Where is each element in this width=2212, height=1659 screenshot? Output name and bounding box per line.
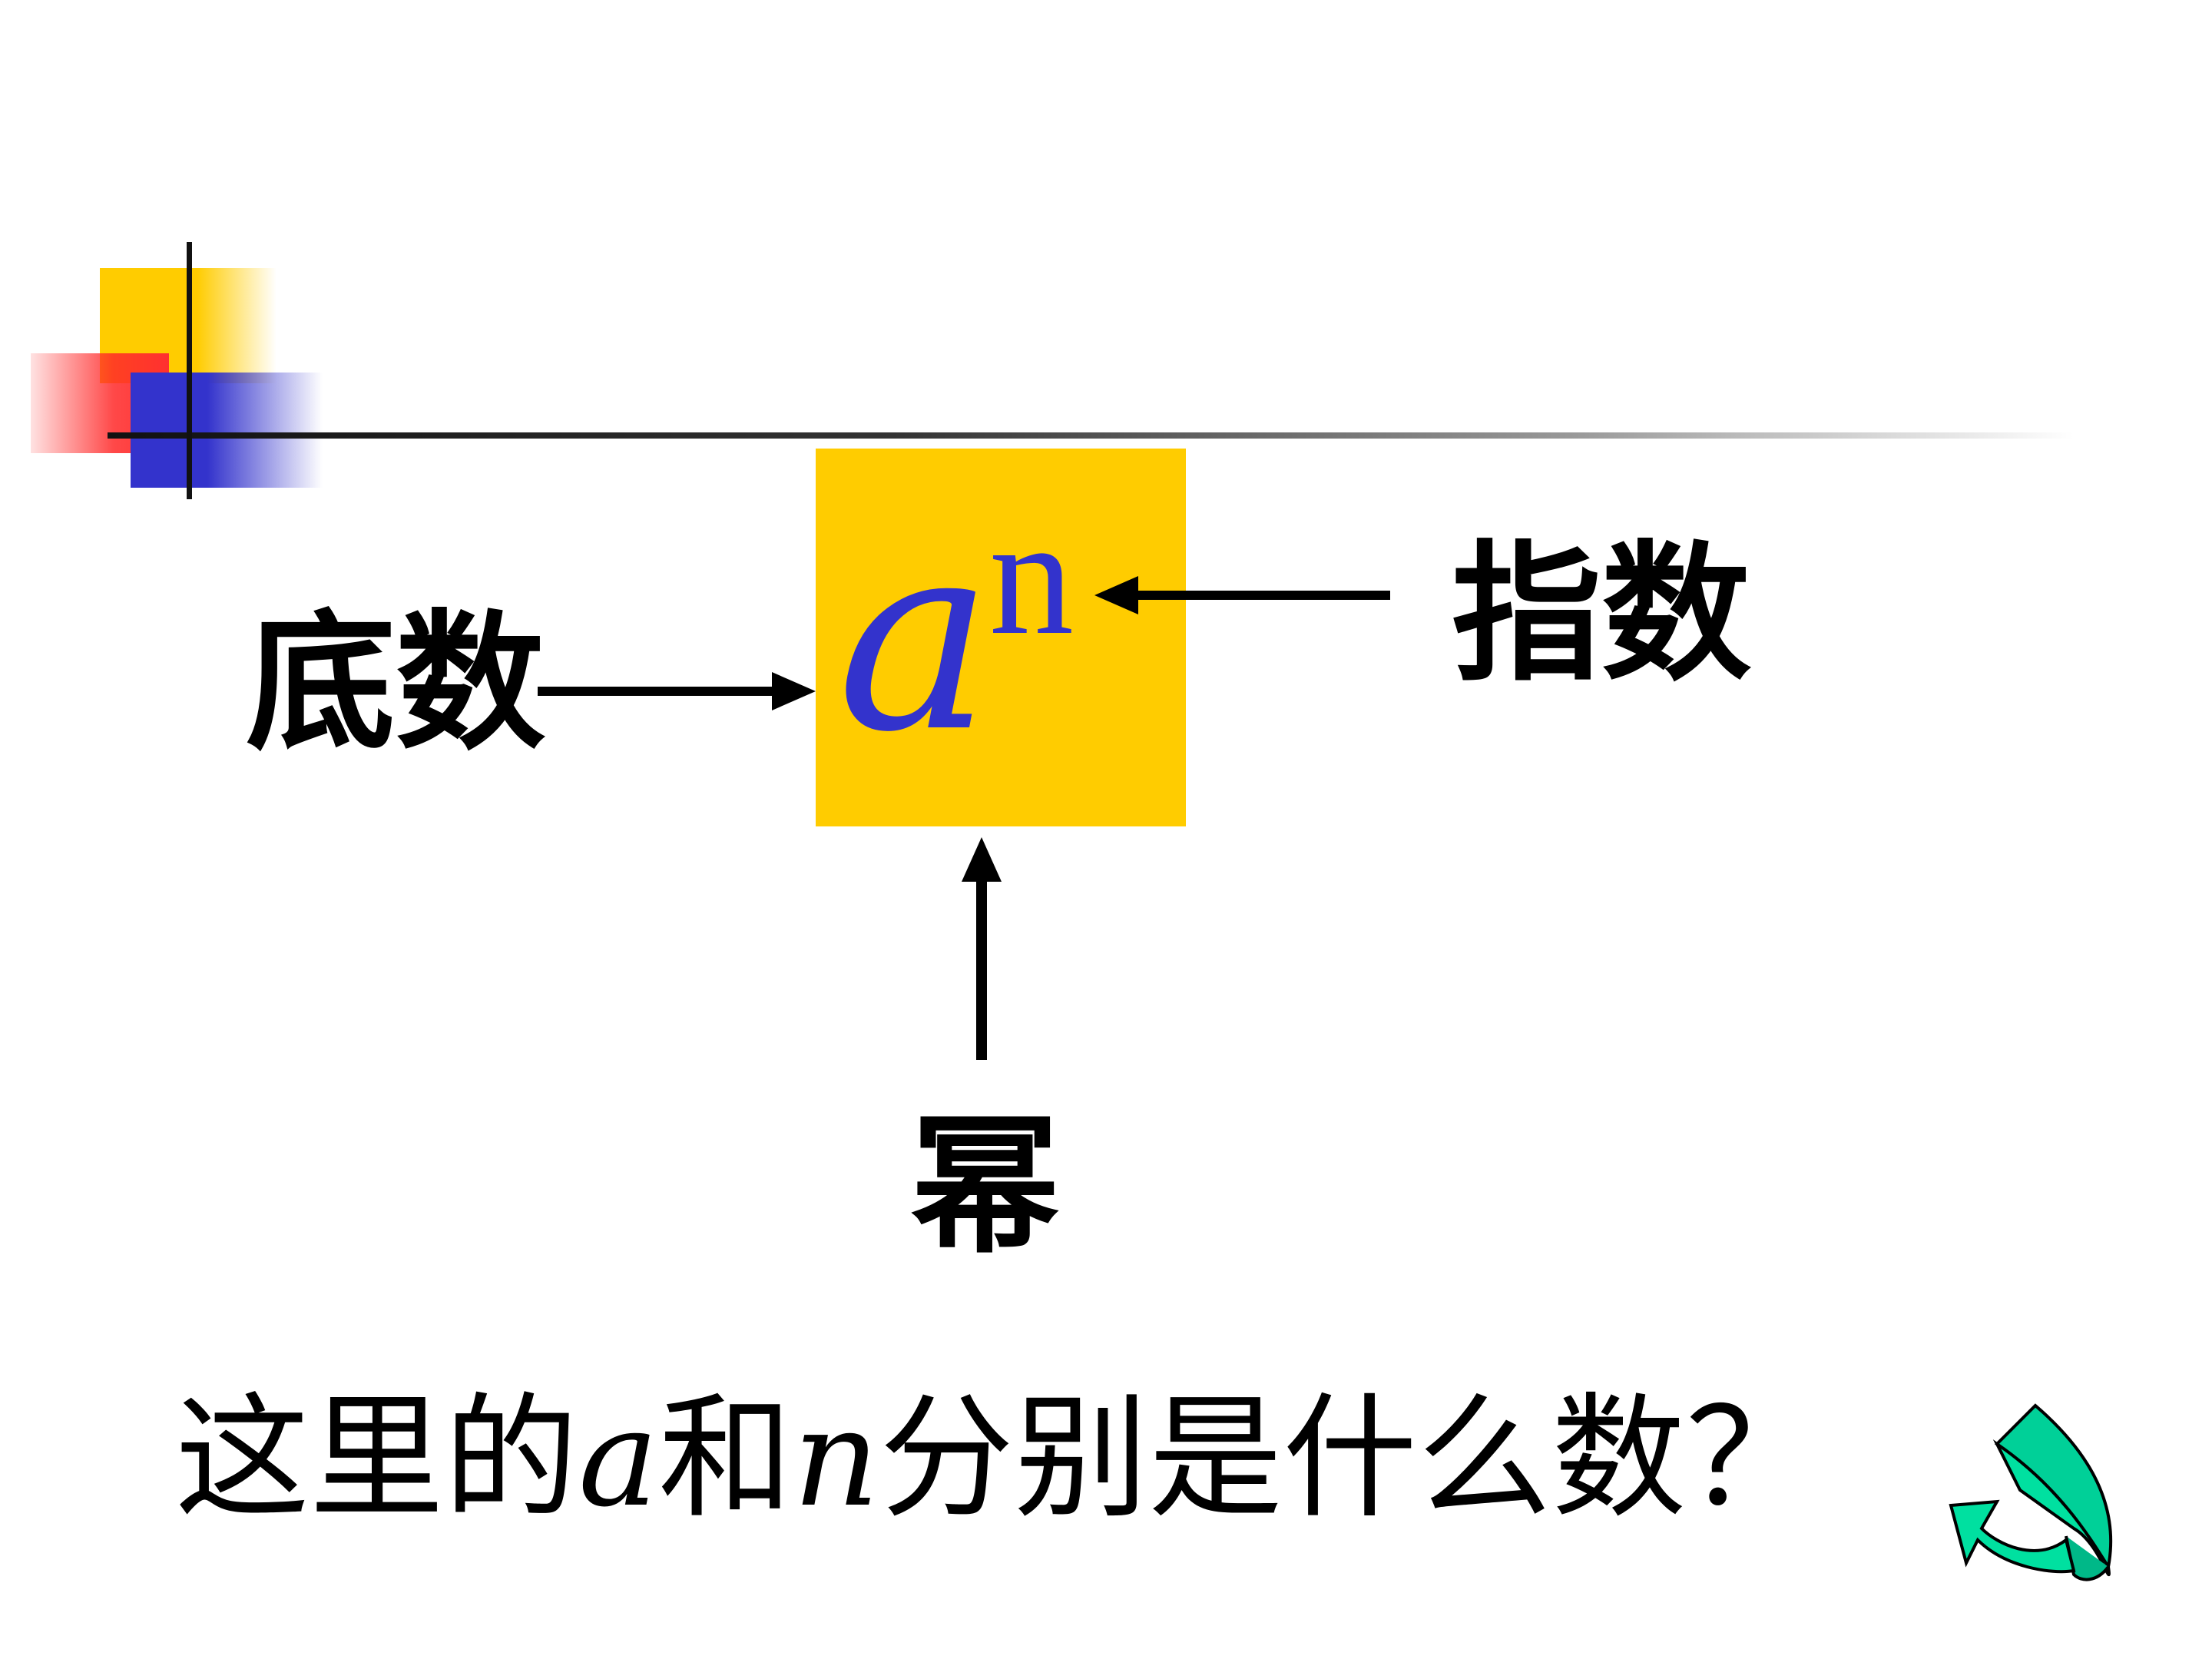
question-part-3: 分别是什么数？ [879,1381,1821,1537]
power-expression-box [816,449,1186,826]
decorative-blue-square [131,373,323,488]
base-symbol: a [837,485,993,790]
question-variable-a: a [578,1381,659,1537]
question-part-2: 和 [658,1381,793,1537]
return-arrow-icon[interactable] [1949,1403,2113,1581]
question-part-1: 这里的 [175,1381,578,1537]
label-base: 底数 [246,596,545,770]
question-variable-n: n [793,1381,880,1537]
arrow-base-to-symbol [538,672,816,710]
arrow-exponent-to-symbol [1094,576,1390,614]
question-text: 这里的a和n分别是什么数？ [175,1382,1820,1536]
label-power: 幂 [910,1099,1060,1273]
decorative-vertical-rule [187,242,192,499]
arrow-power-to-box [962,837,1002,1060]
decorative-horizontal-rule [108,432,2074,439]
exponent-symbol: n [989,482,1074,670]
label-exponent: 指数 [1452,527,1751,701]
